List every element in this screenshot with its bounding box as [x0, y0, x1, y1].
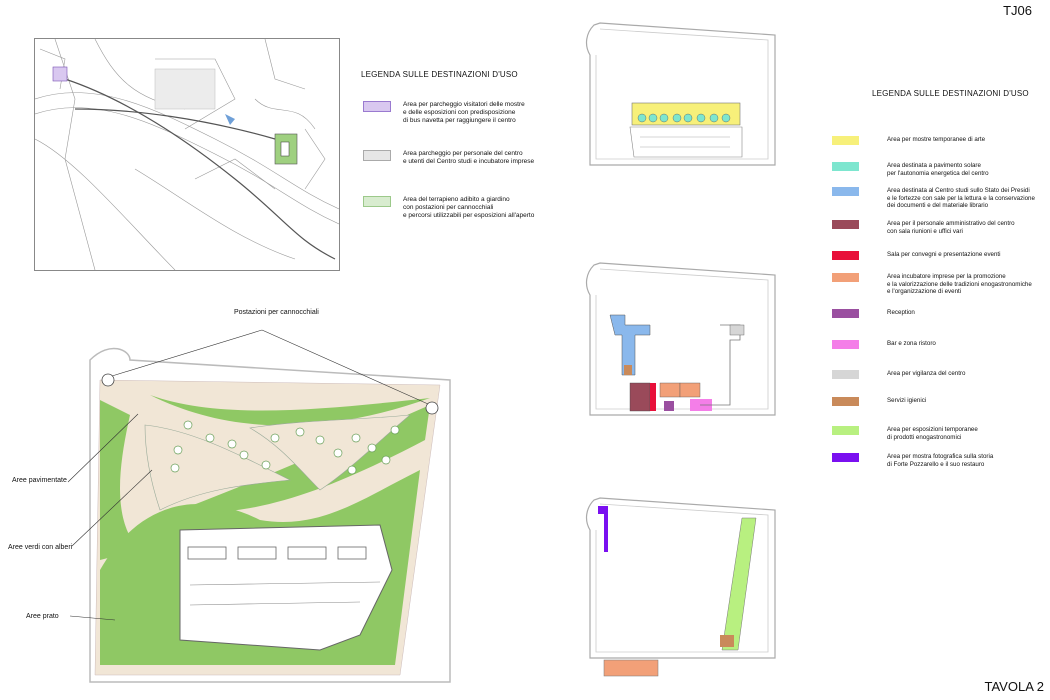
legend-swatch: [832, 370, 859, 379]
sheet-number: TAVOLA 2: [984, 679, 1045, 694]
water-mark: [225, 114, 235, 125]
sheet-code: TJ06: [1003, 3, 1032, 18]
site-legend-item: Area per parcheggio visitatori delle mos…: [363, 101, 525, 125]
fort-building: [179, 524, 393, 651]
legend-swatch: [832, 273, 859, 282]
legend-swatch: [832, 220, 859, 229]
legend-text: Area per esposizioni temporanee di prodo…: [887, 426, 978, 441]
site-legend-item: Area parcheggio per personale del centro…: [363, 150, 534, 166]
use-legend-item: Servizi igienici: [832, 397, 926, 406]
use-legend-title: LEGENDA SULLE DESTINAZIONI D'USO: [872, 89, 1029, 98]
legend-swatch: [832, 453, 859, 462]
use-legend-item: Sala per convegni e presentazione eventi: [832, 251, 1001, 260]
legend-text: Servizi igienici: [887, 397, 927, 404]
label-paved-areas: Aree pavimentate: [12, 477, 67, 484]
tree-area-west: [144, 424, 292, 511]
use-legend-item: Area per vigilanza del centro: [832, 370, 965, 379]
legend-text: Area destinata a pavimento solare per l'…: [887, 162, 989, 177]
legend-text: Reception: [887, 309, 915, 316]
legend-text: Area per parcheggio visitatori delle mos…: [403, 101, 525, 124]
use-legend-item: Bar e zona ristoro: [832, 340, 936, 349]
use-legend-item: Area per il personale amministrativo del…: [832, 220, 1015, 235]
label-tree-areas: Aree verdi con alberi: [8, 544, 73, 551]
use-legend-item: Area per mostra fotografica sulla storia…: [832, 453, 993, 468]
legend-swatch: [363, 150, 391, 161]
use-legend-item: Area per mostre temporanee di arte: [832, 136, 985, 145]
use-legend-item: Reception: [832, 309, 915, 318]
visitor-parking-area: [52, 66, 68, 82]
legend-text: Area parcheggio per personale del centro…: [403, 150, 535, 165]
legend-swatch: [363, 196, 391, 207]
site-legend-title: LEGENDA SULLE DESTINAZIONI D'USO: [361, 70, 518, 79]
use-legend-item: Area destinata al Centro studi sullo Sta…: [832, 187, 1035, 210]
use-legend-item: Area incubatore imprese per la promozion…: [832, 273, 1032, 296]
staff-parking-area: [154, 68, 216, 110]
legend-swatch: [832, 251, 859, 260]
floor-plan-upper: [585, 22, 776, 166]
legend-text: Area per vigilanza del centro: [887, 370, 966, 377]
telescope-station-east: [425, 401, 439, 415]
lawn-east: [180, 405, 430, 512]
floor-plan-middle: [585, 262, 776, 416]
legend-swatch: [832, 162, 859, 171]
legend-text: Area per mostre temporanee di arte: [887, 136, 986, 143]
site-map-drawing: [35, 39, 339, 270]
legend-text: Bar e zona ristoro: [887, 340, 936, 347]
site-map-frame: [34, 38, 340, 271]
legend-swatch: [832, 187, 859, 196]
use-legend-item: Area per esposizioni temporanee di prodo…: [832, 426, 978, 441]
lawn-west: [100, 400, 140, 560]
legend-swatch: [832, 136, 859, 145]
tree-area-east: [249, 414, 411, 491]
legend-swatch: [832, 309, 859, 318]
legend-text: Area per mostra fotografica sulla storia…: [887, 453, 994, 468]
legend-text: Area destinata al Centro studi sullo Sta…: [887, 187, 1035, 209]
legend-swatch: [832, 340, 859, 349]
telescope-station-west: [101, 373, 115, 387]
legend-swatch: [363, 101, 391, 112]
legend-text: Sala per convegni e presentazione eventi: [887, 251, 1001, 258]
floor-plan-lower: [585, 497, 776, 677]
legend-text: Area del terrapieno adibito a giardino c…: [403, 196, 535, 219]
use-legend-item: Area destinata a pavimento solare per l'…: [832, 162, 989, 177]
legend-text: Area per il personale amministrativo del…: [887, 220, 1015, 235]
site-legend-item: Area del terrapieno adibito a giardino c…: [363, 196, 534, 220]
legend-text: Area incubatore imprese per la promozion…: [887, 273, 1032, 295]
lawn-north: [150, 395, 430, 426]
label-telescopes: Postazioni per cannocchiali: [234, 309, 319, 316]
legend-swatch: [832, 397, 859, 406]
terrace-plan: [67, 329, 451, 683]
legend-swatch: [832, 426, 859, 435]
label-lawn-areas: Aree prato: [26, 613, 59, 620]
